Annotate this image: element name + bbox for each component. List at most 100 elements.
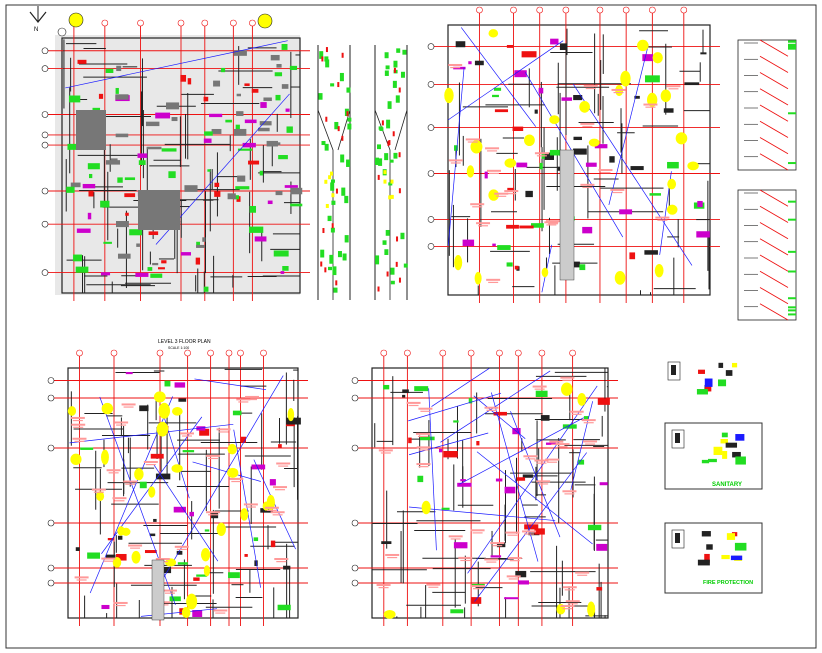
- fixture-mark: [260, 102, 267, 108]
- fixture-mark: [420, 436, 435, 441]
- fixture-mark: [393, 67, 396, 73]
- fixture-mark: [346, 87, 351, 93]
- room-tag: [545, 458, 560, 461]
- fixture-mark: [103, 241, 112, 244]
- fixture-mark: [438, 448, 443, 453]
- fixture-mark: [476, 440, 480, 446]
- grid-bubble: [680, 6, 688, 14]
- fixture-mark: [116, 65, 122, 72]
- fixture-mark: [400, 71, 405, 78]
- fixture-mark: [325, 59, 330, 68]
- fixture-mark: [228, 572, 240, 579]
- fixture-mark: [125, 212, 129, 216]
- fixture-mark: [573, 136, 582, 141]
- room-tag: [243, 503, 258, 506]
- room-tag: [270, 511, 285, 514]
- room-tag: [564, 493, 575, 495]
- fixture-mark: [402, 394, 406, 398]
- room-tag: [562, 379, 573, 381]
- room-tag: [72, 437, 87, 440]
- grid-bubble: [57, 27, 67, 37]
- fixture-mark: [596, 543, 608, 551]
- fixture-mark: [334, 121, 339, 130]
- room-tag: [238, 401, 249, 403]
- fixture-mark: [213, 80, 221, 87]
- fixture-mark: [667, 161, 679, 169]
- room-tag: [448, 159, 463, 162]
- fixture-mark: [263, 97, 272, 102]
- plan-title: LEVEL 3 FLOOR PLAN: [158, 339, 211, 345]
- equipment-blob: [67, 406, 77, 416]
- fixture-mark: [720, 439, 728, 444]
- fixture-mark: [717, 379, 727, 387]
- grid-bubble: [41, 141, 49, 149]
- room-tag: [547, 223, 558, 225]
- fixture-mark: [275, 94, 281, 101]
- room-tag: [545, 220, 560, 223]
- room-tag: [93, 491, 104, 493]
- fixture-mark: [496, 542, 506, 548]
- fixture-mark: [177, 562, 188, 565]
- fixture-mark: [382, 240, 387, 245]
- fixture-mark: [274, 72, 283, 77]
- equipment-blob: [504, 158, 517, 168]
- room-tag: [560, 605, 575, 608]
- fixture-mark: [325, 47, 328, 53]
- grid-bubble: [41, 220, 49, 228]
- equipment-blob: [620, 70, 631, 87]
- room-tag: [504, 190, 519, 193]
- fixture-mark: [68, 95, 81, 103]
- fixture-mark: [497, 245, 511, 250]
- stair-hatch: [559, 149, 575, 281]
- fixture-mark: [594, 144, 608, 149]
- room-tag: [428, 586, 439, 588]
- fixture-mark: [278, 444, 282, 448]
- fixture-mark: [180, 74, 187, 82]
- room-tag: [378, 587, 389, 589]
- fixture-mark: [788, 218, 796, 221]
- room-tag: [657, 219, 668, 221]
- fixture-mark: [337, 82, 340, 88]
- fixture-mark: [254, 236, 267, 242]
- fixture-mark: [98, 93, 104, 99]
- fixture-mark: [285, 108, 290, 112]
- fixture-mark: [534, 109, 538, 114]
- duct-line: [473, 395, 526, 439]
- grid-bubble: [496, 349, 503, 357]
- fixture-mark: [713, 446, 723, 456]
- grid-bubble: [249, 19, 256, 27]
- fire-protection-label: FIRE PROTECTION: [703, 580, 753, 586]
- fixture-mark: [398, 277, 401, 283]
- room-tag: [114, 421, 129, 424]
- fixture-mark: [267, 200, 273, 205]
- fixture-mark: [515, 570, 527, 578]
- stair-hatch: [138, 190, 180, 230]
- grid-bubble: [427, 43, 435, 50]
- room-tag: [645, 106, 656, 108]
- equipment-blob: [541, 267, 549, 278]
- fixture-mark: [384, 249, 389, 255]
- fixture-mark: [417, 475, 424, 483]
- building-outline: [447, 24, 711, 296]
- fixture-mark: [597, 398, 610, 405]
- fixture-mark: [150, 453, 164, 459]
- room-tag: [534, 152, 549, 155]
- equipment-blob: [488, 29, 499, 38]
- fixture-mark: [393, 152, 398, 159]
- fixture-mark: [115, 87, 119, 94]
- fixture-mark: [195, 257, 201, 265]
- room-tag: [276, 561, 287, 563]
- equipment-blob: [287, 408, 295, 422]
- room-tag: [551, 443, 562, 445]
- fixture-mark: [161, 260, 167, 264]
- fixture-mark: [395, 95, 400, 103]
- grid-bubble: [467, 349, 475, 357]
- fixture-mark: [136, 243, 140, 247]
- room-tag: [583, 422, 594, 424]
- room-tag: [509, 560, 520, 562]
- detail-symbol: [671, 365, 676, 375]
- fixture-mark: [171, 117, 178, 122]
- equipment-blob: [466, 165, 475, 178]
- room-tag: [276, 462, 291, 465]
- fixture-mark: [788, 270, 796, 273]
